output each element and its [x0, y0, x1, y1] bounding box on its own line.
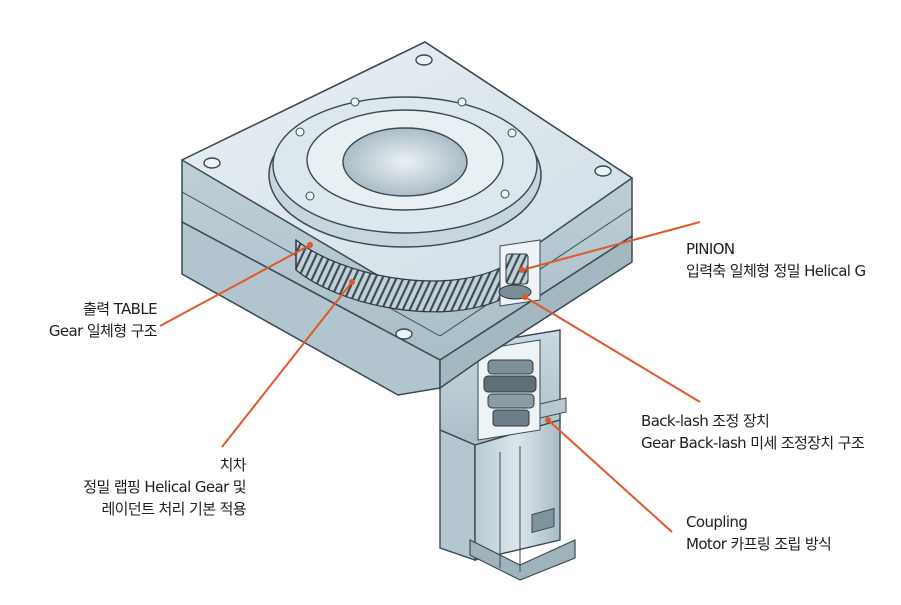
callout-line-pinion — [521, 221, 701, 271]
callout-output-table-line-2: Gear 일체형 구조 — [48, 322, 158, 340]
callout-gear-tooth-line-3: 레이던트 처리 기본 적용 — [101, 500, 246, 518]
callout-pinion: PINION 입력축 일체형 정밀 Helical G — [686, 238, 866, 282]
callout-gear-tooth-line-2: 정밀 랩핑 Helical Gear 및 — [83, 478, 246, 496]
callout-output-table-line-1: 출력 TABLE — [83, 300, 158, 318]
callout-line-output-table — [159, 244, 311, 327]
callout-gear-tooth: 치차 정밀 랩핑 Helical Gear 및 레이던트 처리 기본 적용 — [83, 454, 246, 520]
callout-gear-tooth-line-1: 치차 — [219, 456, 247, 474]
pinion — [498, 239, 541, 307]
callout-line-backlash — [524, 296, 701, 403]
callout-line-gear-tooth — [221, 281, 353, 448]
callout-lines — [159, 221, 701, 533]
callout-dots — [307, 242, 551, 423]
callout-output-table: 출력 TABLE Gear 일체형 구조 — [48, 298, 158, 342]
callout-backlash-line-1: Back-lash 조정 장치 — [641, 412, 770, 430]
callout-backlash-line-2: Gear Back-lash 미세 조정장치 구조 — [641, 434, 865, 452]
coupling-cutaway — [477, 339, 567, 441]
output-table-ring — [268, 96, 542, 248]
callout-coupling-line-1: Coupling — [686, 513, 748, 531]
callout-pinion-line-1: PINION — [686, 240, 735, 258]
callout-coupling: Coupling Motor 카프링 조립 방식 — [686, 511, 832, 555]
callout-pinion-line-2: 입력축 일체형 정밀 Helical G — [686, 262, 866, 280]
callout-backlash: Back-lash 조정 장치 Gear Back-lash 미세 조정장치 구… — [641, 410, 865, 454]
callout-coupling-line-2: Motor 카프링 조립 방식 — [686, 535, 832, 553]
callout-line-coupling — [547, 419, 673, 533]
